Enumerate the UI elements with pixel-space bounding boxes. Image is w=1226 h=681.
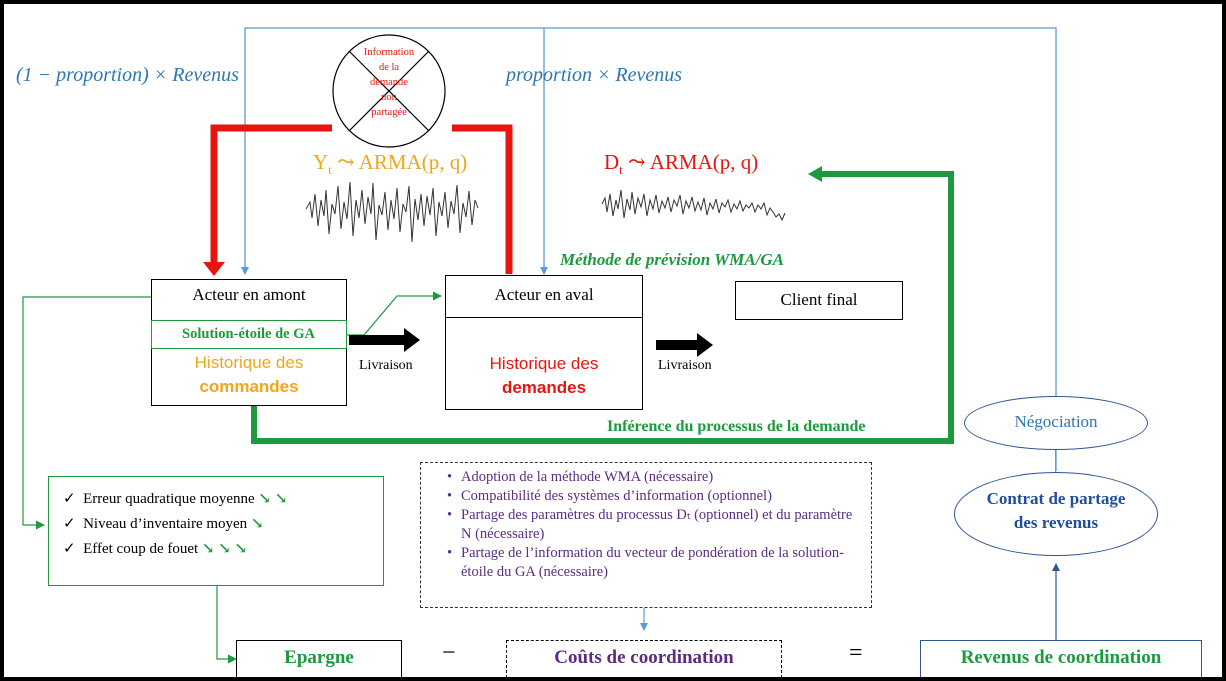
delivery-label-2: Livraison	[658, 358, 712, 373]
no-share-circle-text: Information de la demande non partagée	[363, 47, 415, 118]
upstream-history-line2: commandes	[199, 377, 299, 396]
upstream-series-line	[305, 181, 479, 243]
upstream-arma-formula: Yt ⤳ ARMA(p, q)	[313, 150, 468, 178]
inference-label: Inférence du processus de la demande	[607, 418, 866, 435]
delivery-label-1: Livraison	[359, 358, 413, 373]
client-box: Client final	[735, 281, 903, 320]
check-icon: ✓	[63, 516, 76, 532]
check-icon: ✓	[63, 541, 76, 557]
downstream-history-line2: demandes	[501, 378, 587, 397]
negotiation-ellipse: Négociation	[964, 396, 1148, 450]
method-label: Méthode de prévision WMA/GA	[560, 250, 785, 269]
requirements-list: Adoption de la méthode WMA (nécessaire) …	[443, 468, 863, 582]
upstream-history-line1: Historique des	[194, 353, 304, 372]
decrease-arrows-icon: ↘	[250, 516, 264, 532]
costs-label: Coûts de coordination	[554, 647, 734, 668]
equals-sign: =	[849, 640, 863, 666]
ga-solution-label: Solution-étoile de GA	[182, 326, 315, 342]
downstream-actor-title: Acteur en aval	[494, 285, 594, 304]
metrics-list: ✓ Erreur quadratique moyenne ↘ ↘ ✓ Nivea…	[63, 487, 383, 562]
revenue-label: Revenus de coordination	[960, 647, 1162, 668]
right-revenue-formula: proportion × Revenus	[506, 64, 683, 86]
negotiation-connector	[1055, 450, 1057, 472]
decrease-arrows-icon: ↘ ↘	[258, 491, 288, 507]
metric-item: ✓ Erreur quadratique moyenne ↘ ↘	[63, 491, 288, 507]
upstream-actor-title: Acteur en amont	[192, 285, 306, 304]
red-left-line	[210, 124, 332, 266]
check-icon: ✓	[63, 491, 76, 507]
downstream-history-line1: Historique des	[489, 354, 599, 373]
negotiation-label: Négociation	[1014, 412, 1098, 431]
revenue-box: Revenus de coordination	[920, 640, 1202, 677]
left-revenue-formula: (1 − proportion) × Revenus	[16, 64, 239, 86]
no-share-circle-icon	[332, 34, 446, 148]
downstream-actor-box: Acteur en aval Historique des demandes	[445, 275, 643, 410]
costs-box: Coûts de coordination	[506, 640, 782, 677]
requirements-box: Adoption de la méthode WMA (nécessaire) …	[420, 462, 872, 608]
savings-box: Epargne	[236, 640, 402, 677]
metric-item: ✓ Effet coup de fouet ↘ ↘ ↘	[63, 541, 248, 557]
contract-line2: des revenus	[1013, 513, 1099, 532]
requirement-item: Partage de l’information du vecteur de p…	[447, 544, 863, 582]
contract-line1: Contrat de partage	[986, 489, 1126, 508]
decrease-arrows-icon: ↘ ↘ ↘	[201, 541, 248, 557]
downstream-arma-formula: Dt ⤳ ARMA(p, q)	[604, 150, 759, 178]
savings-label: Epargne	[284, 647, 354, 668]
green-inference-line	[251, 171, 954, 444]
requirement-item: Partage des paramètres du processus Dₜ (…	[447, 506, 863, 544]
contract-ellipse: Contrat de partage des revenus	[954, 472, 1158, 556]
upstream-actor-box: Acteur en amont Solution-étoile de GA Hi…	[150, 279, 347, 406]
client-title: Client final	[780, 290, 858, 309]
requirement-item: Compatibilité des systèmes d’information…	[447, 487, 863, 506]
requirement-item: Adoption de la méthode WMA (nécessaire)	[447, 468, 863, 487]
metric-item: ✓ Niveau d’inventaire moyen ↘	[63, 516, 264, 532]
downstream-divider	[446, 317, 642, 318]
downstream-series-line	[601, 189, 786, 222]
metrics-box: ✓ Erreur quadratique moyenne ↘ ↘ ✓ Nivea…	[48, 476, 384, 586]
connector-lines	[22, 27, 1060, 664]
blue-revenue-line	[241, 27, 1057, 471]
red-right-line	[452, 124, 513, 274]
minus-sign: −	[442, 640, 456, 666]
ga-solution-box: Solution-étoile de GA	[150, 320, 347, 349]
